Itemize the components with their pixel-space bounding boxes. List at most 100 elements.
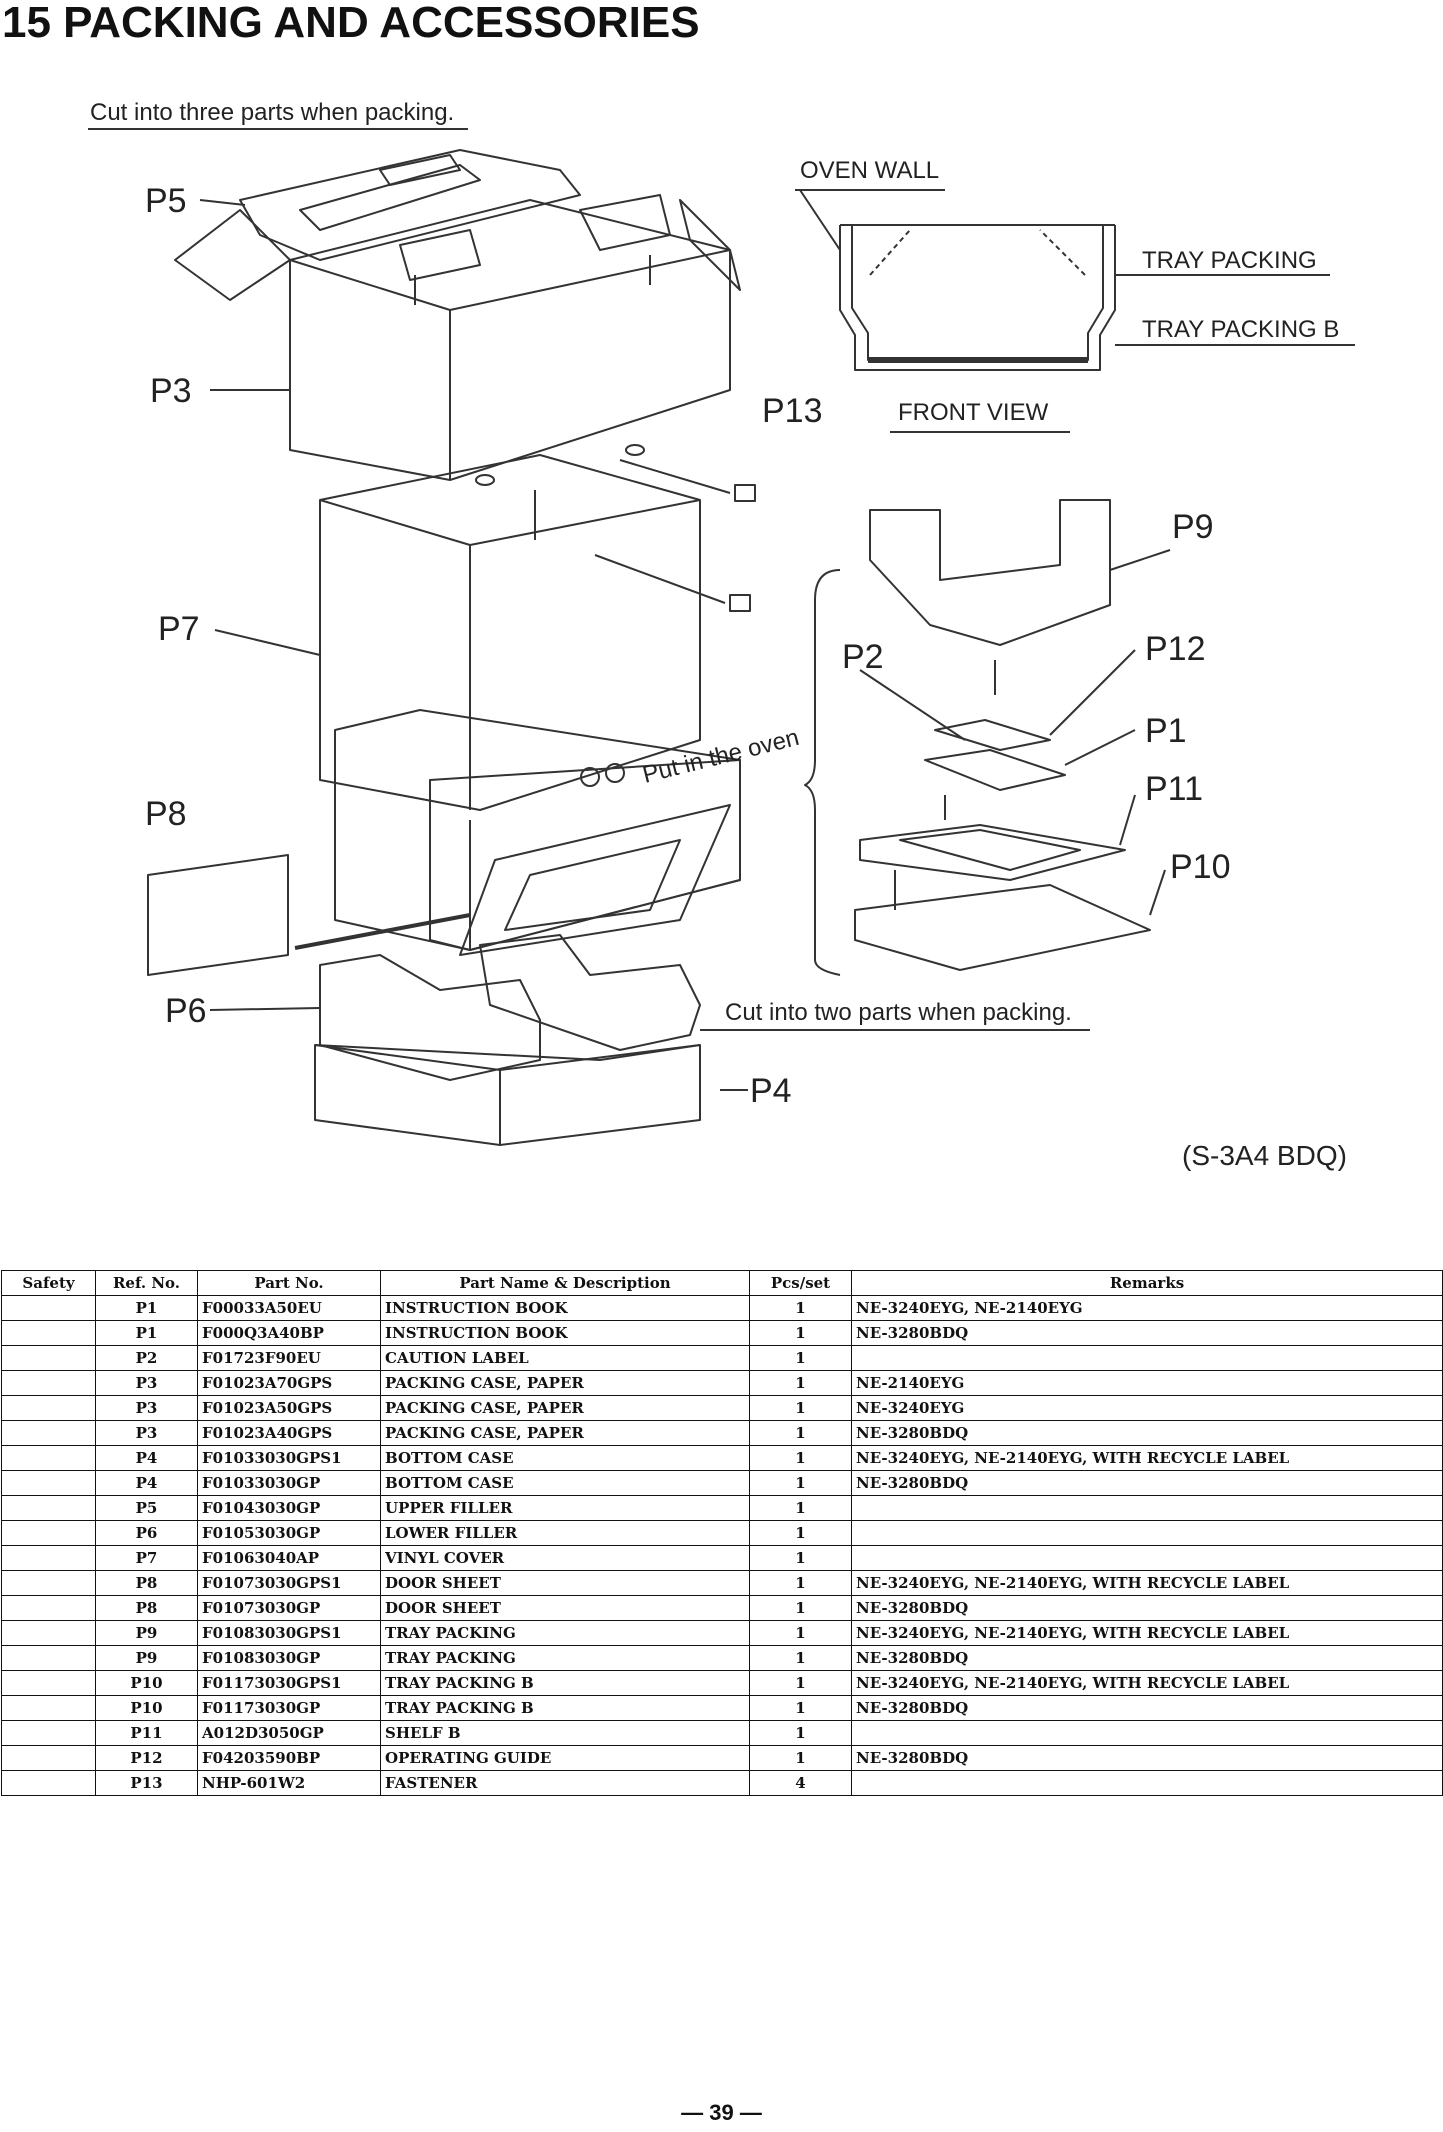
cell-part-no: F000Q3A40BP — [197, 1320, 381, 1346]
col-header-ref-no: Ref. No. — [95, 1270, 198, 1296]
cell-safety — [1, 1345, 96, 1371]
cell-part-no: F01023A40GPS — [197, 1420, 381, 1446]
cell-ref-no: P10 — [95, 1695, 198, 1721]
cell-part-no: F01043030GP — [197, 1495, 381, 1521]
cell-pcs-set: 1 — [749, 1695, 852, 1721]
cell-remarks: NE-3240EYG, NE-2140EYG, WITH RECYCLE LAB… — [851, 1445, 1443, 1471]
cell-remarks: NE-3280BDQ — [851, 1745, 1443, 1771]
cell-ref-no: P8 — [95, 1595, 198, 1621]
cell-part-name: PACKING CASE, PAPER — [380, 1370, 750, 1396]
cell-pcs-set: 1 — [749, 1520, 852, 1546]
cell-ref-no: P10 — [95, 1670, 198, 1696]
label-p13: P13 — [762, 392, 823, 430]
label-p9: P9 — [1172, 508, 1214, 546]
bottom-case-drawing — [314, 1044, 701, 1146]
packing-case-drawing — [174, 199, 741, 486]
tray-packing-b-drawing — [854, 884, 1151, 971]
note-three-parts: Cut into three parts when packing. — [90, 99, 454, 126]
cell-part-name: BOTTOM CASE — [380, 1470, 750, 1496]
tray-packing-label: TRAY PACKING — [1142, 247, 1317, 274]
note-put-in-oven: Put in the oven — [640, 724, 802, 789]
cell-ref-no: P11 — [95, 1720, 198, 1746]
cell-safety — [1, 1420, 96, 1446]
cell-ref-no: P6 — [95, 1520, 198, 1546]
cell-safety — [1, 1770, 96, 1796]
upper-filler-drawing — [239, 149, 671, 281]
cell-ref-no: P13 — [95, 1770, 198, 1796]
col-header-remarks: Remarks — [851, 1270, 1443, 1296]
label-p12: P12 — [1145, 630, 1206, 668]
cell-remarks: NE-3240EYG, NE-2140EYG — [851, 1295, 1443, 1321]
cell-pcs-set: 1 — [749, 1595, 852, 1621]
cell-part-no: F01073030GP — [197, 1595, 381, 1621]
cell-ref-no: P1 — [95, 1320, 198, 1346]
col-header-part-name: Part Name & Description — [380, 1270, 750, 1296]
cell-remarks: NE-3240EYG, NE-2140EYG, WITH RECYCLE LAB… — [851, 1570, 1443, 1596]
tray-packing-drawing — [869, 499, 1111, 646]
cell-remarks — [851, 1520, 1443, 1546]
cell-pcs-set: 1 — [749, 1345, 852, 1371]
cell-remarks — [851, 1495, 1443, 1521]
label-p4: P4 — [750, 1072, 792, 1110]
cell-part-no: F01723F90EU — [197, 1345, 381, 1371]
cell-part-name: FASTENER — [380, 1770, 750, 1796]
cell-part-name: VINYL COVER — [380, 1545, 750, 1571]
cell-part-name: UPPER FILLER — [380, 1495, 750, 1521]
page-title: 15 PACKING AND ACCESSORIES — [2, 0, 700, 47]
door-sheet-drawing — [147, 854, 289, 976]
cell-pcs-set: 1 — [749, 1370, 852, 1396]
cell-part-name: BOTTOM CASE — [380, 1445, 750, 1471]
cell-remarks: NE-3280BDQ — [851, 1470, 1443, 1496]
cell-remarks: NE-3280BDQ — [851, 1595, 1443, 1621]
cell-part-name: PACKING CASE, PAPER — [380, 1395, 750, 1421]
cell-ref-no: P9 — [95, 1620, 198, 1646]
label-p8: P8 — [145, 795, 187, 833]
cell-part-no: F01073030GPS1 — [197, 1570, 381, 1596]
packing-exploded-diagram: Cut into three parts when packing. OVEN … — [88, 99, 1355, 1171]
cell-part-name: DOOR SHEET — [380, 1595, 750, 1621]
cell-pcs-set: 1 — [749, 1420, 852, 1446]
cell-safety — [1, 1745, 96, 1771]
cell-safety — [1, 1570, 96, 1596]
cell-part-name: DOOR SHEET — [380, 1570, 750, 1596]
cell-part-name: INSTRUCTION BOOK — [380, 1295, 750, 1321]
cell-part-no: F04203590BP — [197, 1745, 381, 1771]
cell-safety — [1, 1670, 96, 1696]
cell-part-no: F01173030GP — [197, 1695, 381, 1721]
label-p3: P3 — [150, 372, 192, 410]
note-two-parts: Cut into two parts when packing. — [725, 999, 1072, 1026]
cell-remarks: NE-3280BDQ — [851, 1645, 1443, 1671]
cell-ref-no: P7 — [95, 1545, 198, 1571]
cell-part-no: F01173030GPS1 — [197, 1670, 381, 1696]
cell-safety — [1, 1395, 96, 1421]
lower-filler-drawing — [319, 934, 701, 1081]
cell-safety — [1, 1470, 96, 1496]
cell-part-no: F01023A70GPS — [197, 1370, 381, 1396]
cell-part-name: TRAY PACKING — [380, 1620, 750, 1646]
oven-drawing — [334, 709, 741, 956]
cell-safety — [1, 1370, 96, 1396]
col-header-part-no: Part No. — [197, 1270, 381, 1296]
label-p7: P7 — [158, 610, 200, 648]
cell-part-name: TRAY PACKING — [380, 1645, 750, 1671]
cell-pcs-set: 1 — [749, 1670, 852, 1696]
cell-pcs-set: 1 — [749, 1495, 852, 1521]
cell-remarks: NE-2140EYG — [851, 1370, 1443, 1396]
cell-remarks: NE-3240EYG, NE-2140EYG, WITH RECYCLE LAB… — [851, 1670, 1443, 1696]
cell-part-name: CAUTION LABEL — [380, 1345, 750, 1371]
model-code: (S-3A4 BDQ) — [1182, 1140, 1347, 1171]
cell-ref-no: P2 — [95, 1345, 198, 1371]
cell-remarks: NE-3280BDQ — [851, 1420, 1443, 1446]
